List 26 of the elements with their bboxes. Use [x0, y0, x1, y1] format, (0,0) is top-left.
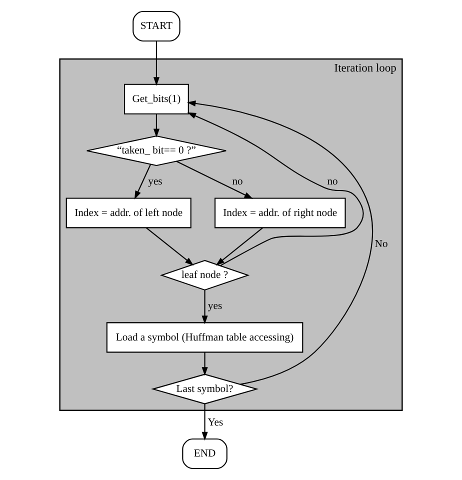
node-box: Index = addr. of left node: [66, 198, 192, 228]
arrow: [146, 227, 194, 266]
arrow: [216, 227, 263, 266]
arrow: [202, 352, 208, 376]
arrow: [153, 41, 160, 86]
edge-label: Yes: [208, 417, 224, 428]
edge-label: No: [374, 238, 388, 250]
node-box: Load a symbol (Huffman table accessing): [106, 322, 304, 353]
arrow: [176, 160, 254, 199]
node-diamond: “taken_ bit== 0 ?”: [86, 135, 227, 166]
edge-label: yes: [208, 301, 222, 312]
arrow: [202, 404, 208, 441]
arrow: [153, 114, 160, 138]
node-diamond: Last symbol?: [151, 374, 259, 404]
edge-label: yes: [148, 176, 162, 188]
edge-label: no: [327, 176, 338, 188]
node-box: END: [182, 438, 228, 470]
arrow: [186, 100, 373, 385]
arrow: [202, 290, 208, 324]
arrow: [187, 112, 364, 266]
node-box: Index = addr. of right node: [214, 198, 346, 228]
edge-label: no: [232, 176, 243, 188]
node-box: Get_bits(1): [124, 84, 189, 114]
arrow: [134, 164, 152, 200]
node-box: START: [132, 10, 180, 42]
node-diamond: leaf node ?: [160, 260, 250, 291]
